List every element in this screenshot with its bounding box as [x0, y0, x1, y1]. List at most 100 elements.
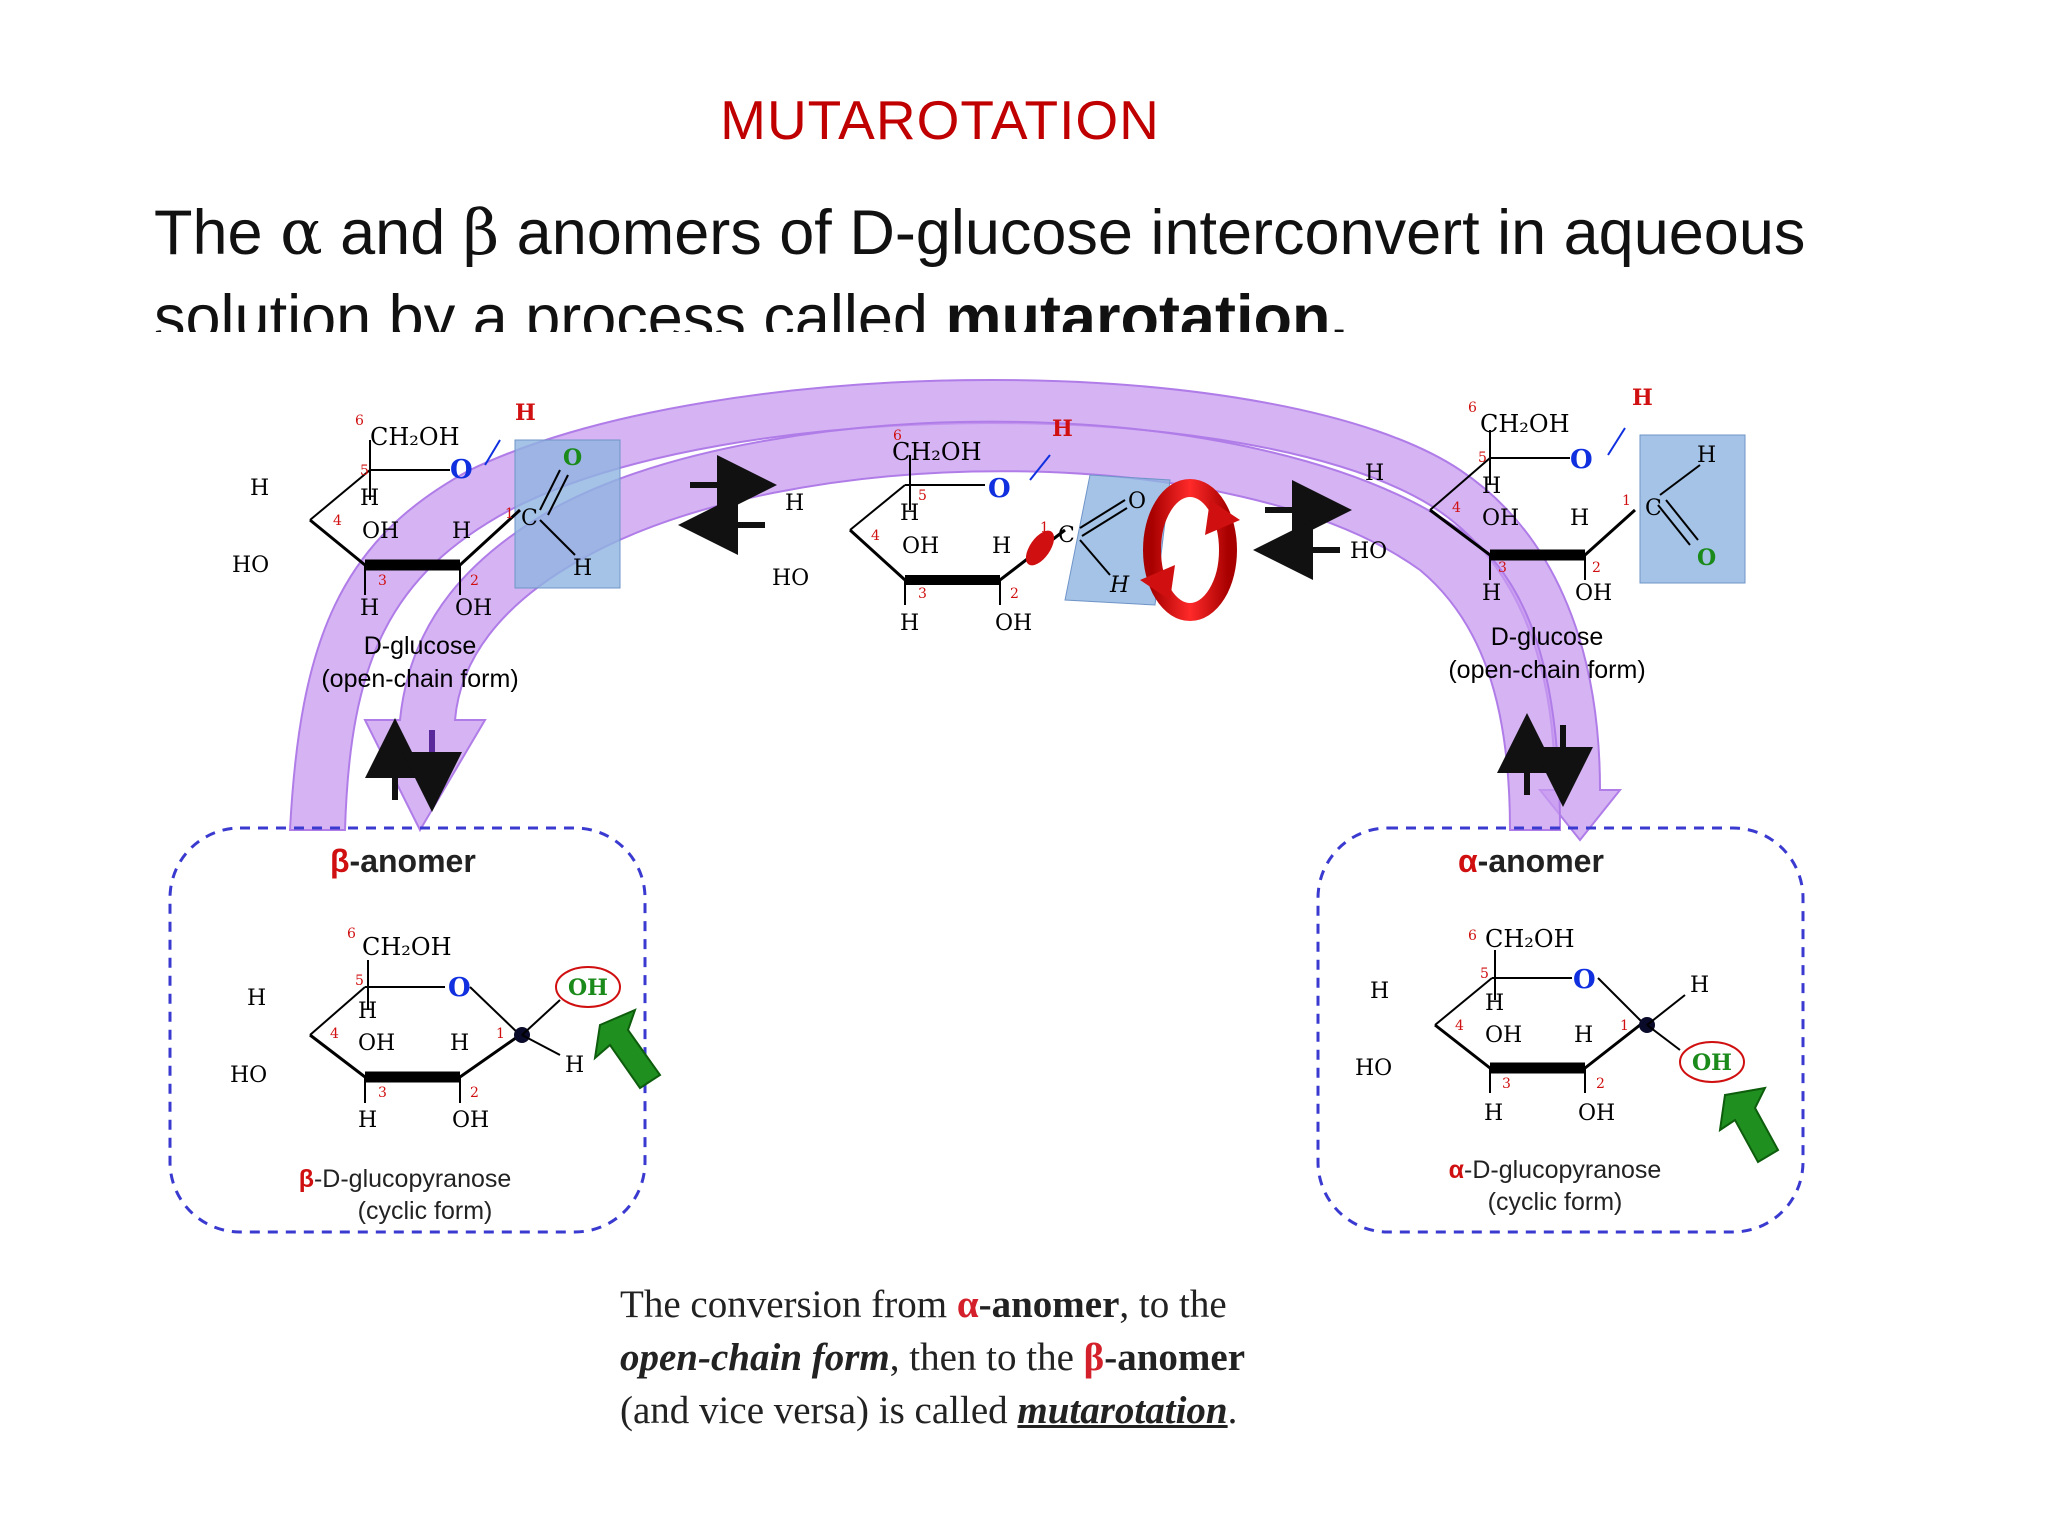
left-oh2: OH	[455, 596, 492, 621]
svg-text:4: 4	[871, 528, 880, 544]
svg-text:5: 5	[1480, 966, 1489, 982]
alpha-form: (cyclic form)	[1488, 1188, 1623, 1216]
right-c1: C	[1645, 496, 1662, 521]
caption-line-3: (and vice versa) is called mutarotation.	[620, 1384, 1380, 1437]
left-ch2oh: CH₂OH	[370, 423, 460, 451]
caption-alpha: α	[956, 1283, 979, 1326]
alpha-anomer-box: α-anomer CH₂OH 6 O H OH H HO H OH H H OH…	[1316, 826, 1805, 1234]
beta-green-arrow-icon	[593, 1008, 662, 1090]
svg-text:6: 6	[893, 428, 902, 444]
right-h2: H	[1570, 506, 1589, 531]
svg-text:2: 2	[1010, 586, 1019, 602]
svg-text:2: 2	[470, 1085, 479, 1101]
svg-text:5: 5	[355, 973, 364, 989]
svg-text:5: 5	[918, 488, 927, 504]
beta-ring-o: O	[448, 973, 471, 1003]
left-h2: H	[452, 519, 471, 544]
alpha-h5: H	[1485, 991, 1504, 1016]
slide-title: MUTAROTATION	[720, 89, 1160, 151]
right-oh3: OH	[1482, 506, 1519, 531]
alpha-h3: H	[1484, 1101, 1503, 1126]
svg-text:3: 3	[1502, 1076, 1511, 1092]
left-aldehyde-h: H	[573, 556, 592, 581]
left-oh3: OH	[362, 519, 399, 544]
caption-text: , to the	[1119, 1283, 1227, 1326]
rotation-arrow-icon	[1140, 479, 1240, 621]
right-ch2oh: CH₂OH	[1480, 410, 1570, 438]
equilibrium-arrows-vertical-right	[1497, 713, 1593, 807]
center-h4: H	[785, 491, 804, 516]
left-h4: H	[250, 476, 269, 501]
center-ho: HO	[772, 566, 809, 591]
right-ring-o: O	[1570, 445, 1593, 475]
center-h3: H	[900, 611, 919, 636]
svg-text:4: 4	[333, 513, 342, 529]
caption-text: The conversion from	[620, 1283, 957, 1326]
right-h5: H	[1482, 474, 1501, 499]
subtitle-bold: mutarotation.	[945, 283, 1348, 332]
right-h4: H	[1365, 461, 1384, 486]
center-o: O	[1128, 489, 1146, 514]
caption-beta-anomer: -anomer	[1104, 1336, 1246, 1379]
alpha-ring-o: O	[1573, 965, 1596, 995]
alpha-h2: H	[1574, 1023, 1593, 1048]
beta-c1-h: H	[565, 1053, 584, 1078]
center-ring-o: O	[988, 474, 1011, 504]
right-green-o: O	[1697, 545, 1716, 571]
caption-line-2: open-chain form, then to the β-anomer	[620, 1331, 1380, 1384]
caption-alpha-anomer: -anomer	[978, 1283, 1120, 1326]
svg-text:2: 2	[1596, 1076, 1605, 1092]
right-open-chain-structure: CH₂OH 6 O H H C O H HO H OH H H OH 4 1 2…	[1350, 385, 1746, 684]
alpha-ho: HO	[1355, 1056, 1392, 1081]
beta-ch2oh: CH₂OH	[362, 933, 452, 961]
left-c1: C	[521, 506, 538, 531]
svg-text:2: 2	[1592, 560, 1601, 576]
alpha-name: α-D-glucopyranose	[1449, 1156, 1662, 1184]
svg-text:6: 6	[355, 413, 364, 429]
beta-h5: H	[358, 999, 377, 1024]
svg-text:1: 1	[1040, 520, 1049, 536]
beta-h4: H	[247, 986, 266, 1011]
svg-text:1: 1	[1622, 493, 1631, 509]
left-h3: H	[360, 596, 379, 621]
beta-anomeric-oh: OH	[568, 975, 608, 1001]
caption-open-chain: open-chain form	[620, 1336, 890, 1379]
svg-text:1: 1	[1620, 1018, 1629, 1034]
left-ring-o: O	[450, 455, 473, 485]
beta-name: β-D-glucopyranose	[299, 1165, 512, 1193]
svg-text:6: 6	[1468, 928, 1477, 944]
equilibrium-arrows-left	[678, 455, 777, 555]
alpha-oh3: OH	[1485, 1023, 1522, 1048]
caption-text: (and vice versa) is called	[620, 1389, 1018, 1432]
beta-form: (cyclic form)	[358, 1197, 493, 1225]
equilibrium-arrows-vertical-left	[365, 718, 462, 812]
subtitle-part3: anomers of D-glucose interconvert in aqu…	[154, 198, 1806, 332]
alpha-green-arrow-icon	[1718, 1086, 1780, 1164]
left-open-label-1: D-glucose	[364, 632, 477, 660]
center-c1: C	[1058, 523, 1075, 548]
svg-text:4: 4	[1452, 500, 1461, 516]
equilibrium-arrows-right	[1253, 480, 1352, 580]
left-open-chain-structure: CH₂OH 6 O H O C H H HO H OH H H OH 4 1 2…	[232, 400, 621, 693]
svg-text:5: 5	[360, 463, 369, 479]
caption: The conversion from α-anomer, to the ope…	[620, 1278, 1380, 1437]
caption-beta: β	[1083, 1336, 1105, 1379]
subtitle-alpha: α	[280, 196, 323, 269]
beta-anomer-box: β-anomer CH₂OH 6 O OH H H HO H OH H H OH…	[168, 826, 662, 1234]
svg-text:3: 3	[378, 1085, 387, 1101]
center-oh3: OH	[902, 534, 939, 559]
left-ho: HO	[232, 553, 269, 578]
right-aldehyde-h: H	[1697, 443, 1716, 468]
alpha-anomeric-oh: OH	[1692, 1050, 1732, 1076]
svg-text:2: 2	[470, 573, 479, 589]
caption-mutarotation: mutarotation	[1017, 1389, 1228, 1432]
alpha-c1-h: H	[1690, 973, 1709, 998]
center-oh2: OH	[995, 611, 1032, 636]
center-open-chain-structure: CH₂OH 6 O H O C H H HO H OH H H OH 4 1 2…	[772, 416, 1171, 636]
subtitle-part2: and	[322, 198, 463, 268]
left-green-o: O	[563, 445, 582, 471]
beta-h2: H	[450, 1031, 469, 1056]
svg-text:5: 5	[1478, 450, 1487, 466]
beta-oh2: OH	[452, 1108, 489, 1133]
